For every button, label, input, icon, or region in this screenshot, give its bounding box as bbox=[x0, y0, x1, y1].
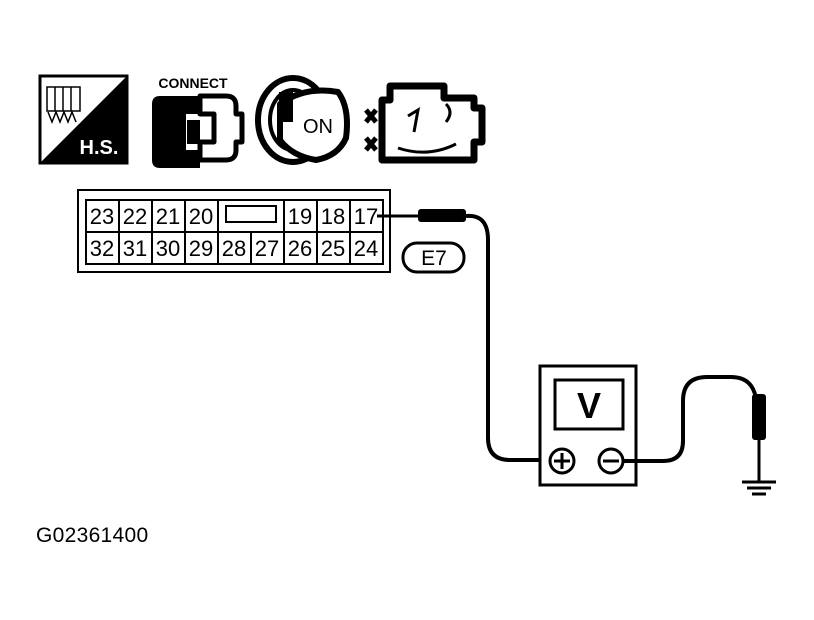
connector-id-badge: E7 bbox=[401, 241, 466, 274]
connect-icon: CONNECT bbox=[152, 75, 245, 168]
hs-label: H.S. bbox=[80, 137, 119, 159]
pin-28: 28 bbox=[222, 236, 246, 261]
figure-id: G02361400 bbox=[36, 524, 149, 547]
pin-24: 24 bbox=[354, 236, 378, 261]
pin-22: 22 bbox=[123, 204, 147, 229]
pin-29: 29 bbox=[189, 236, 213, 261]
pin-26: 26 bbox=[288, 236, 312, 261]
pin-27: 27 bbox=[255, 236, 279, 261]
negative-terminal bbox=[597, 447, 625, 475]
engine-icon bbox=[364, 82, 486, 164]
pin-20: 20 bbox=[189, 204, 213, 229]
positive-terminal bbox=[548, 447, 576, 475]
pin-31: 31 bbox=[123, 236, 147, 261]
pin-18: 18 bbox=[321, 204, 345, 229]
pin-19: 19 bbox=[288, 204, 312, 229]
harness-side-icon: H.S. bbox=[38, 74, 129, 165]
negative-lead-wire bbox=[623, 375, 759, 463]
ignition-key-icon: ON bbox=[255, 75, 350, 165]
ignition-on-label: ON bbox=[303, 116, 333, 138]
pin-23: 23 bbox=[90, 204, 114, 229]
pin-25: 25 bbox=[321, 236, 345, 261]
pin-17: 17 bbox=[354, 204, 378, 229]
connector-e7: 23 22 21 20 19 18 17 32 31 30 29 28 27 2… bbox=[77, 189, 391, 273]
pin-21: 21 bbox=[156, 204, 180, 229]
ground-probe bbox=[752, 394, 766, 482]
voltmeter: V bbox=[538, 364, 638, 487]
pin-30: 30 bbox=[156, 236, 180, 261]
connect-label: CONNECT bbox=[158, 75, 228, 91]
positive-probe bbox=[377, 209, 466, 222]
ground-icon bbox=[742, 480, 776, 496]
positive-lead-wire bbox=[465, 213, 550, 462]
pin-32: 32 bbox=[90, 236, 114, 261]
connector-id-label: E7 bbox=[421, 247, 447, 270]
voltmeter-label: V bbox=[577, 385, 601, 426]
connector-guide-slot bbox=[225, 205, 277, 223]
